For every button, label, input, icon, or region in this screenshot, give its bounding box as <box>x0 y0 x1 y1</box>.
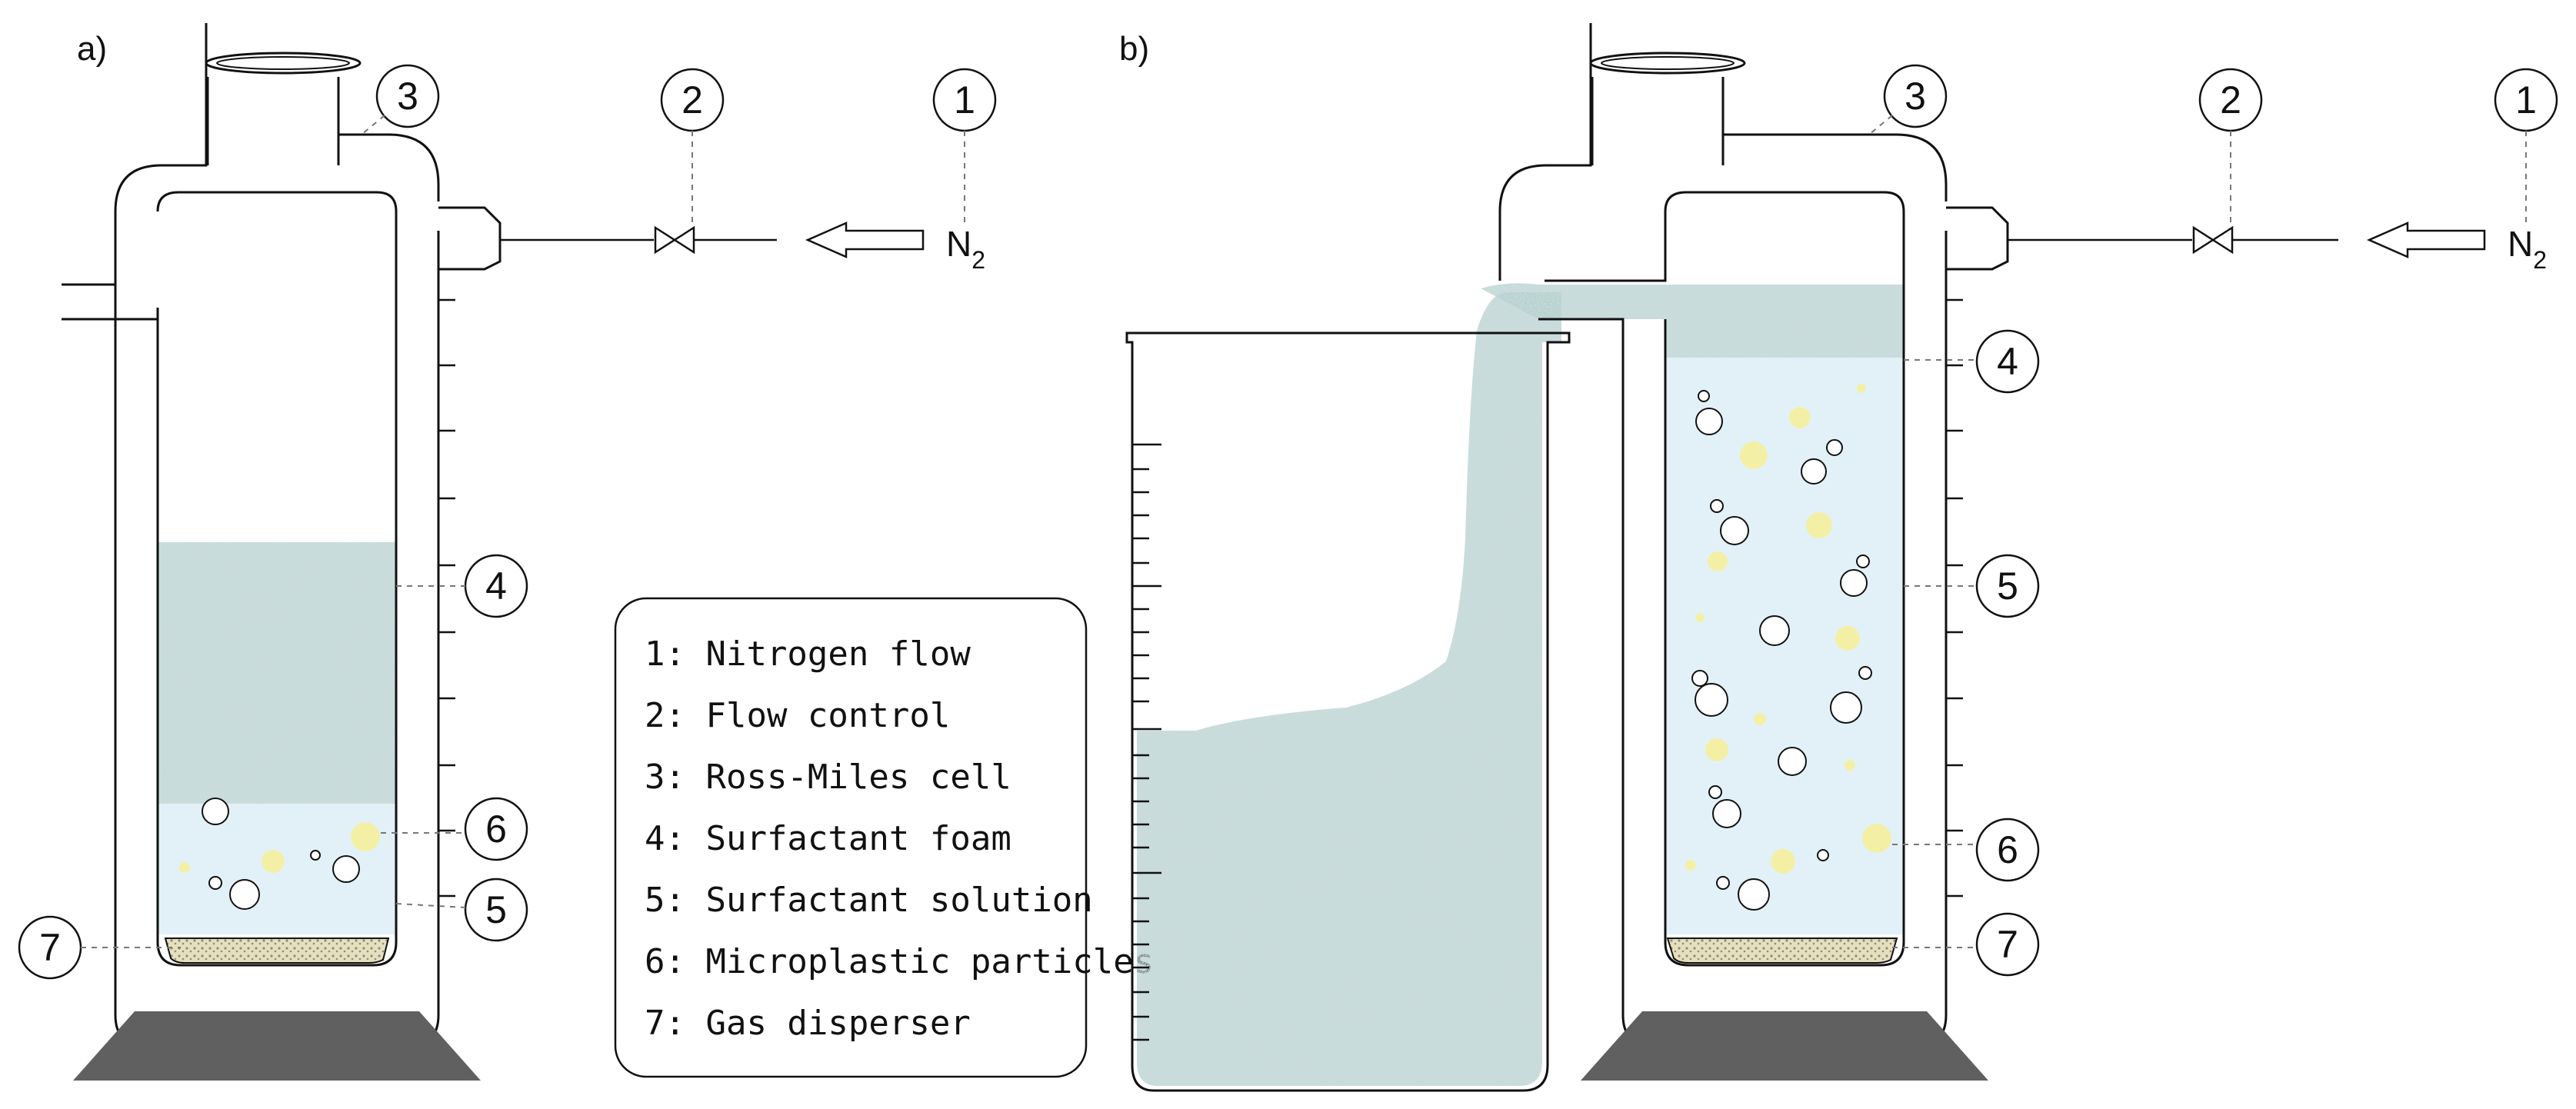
callout-b-4: 4 <box>1904 329 2040 394</box>
legend-item-7: 7: Gas disperser <box>645 1004 971 1043</box>
legend-item-4: 4: Surfactant foam <box>645 819 1011 858</box>
cell-b-gas-disperser <box>1666 937 1898 964</box>
panel-a: a) <box>18 23 997 1081</box>
cell-a-microplastic-particles <box>179 822 380 873</box>
cell-a-gas-disperser <box>164 937 390 964</box>
callout-a-2: 2 <box>660 68 725 228</box>
legend-item-1: 1: Nitrogen flow <box>645 634 971 674</box>
callout-b-6: 6 <box>1892 818 2040 882</box>
callout-b-1: 1 <box>2494 68 2558 223</box>
callout-b-5: 5 <box>1904 554 2040 618</box>
legend-item-3: 3: Ross-Miles cell <box>645 758 1011 797</box>
callout-a-1: 1 <box>932 68 997 223</box>
callout-b-7: 7 <box>1892 912 2040 977</box>
cell-b-stand <box>1581 1011 1988 1081</box>
cell-b-scale <box>1946 298 1963 898</box>
cell-a-scale <box>438 298 455 898</box>
svg-text:6: 6 <box>1997 828 2018 871</box>
callout-b-2: 2 <box>2198 68 2263 228</box>
svg-text:7: 7 <box>39 926 61 969</box>
legend-item-2: 2: Flow control <box>645 696 950 735</box>
cell-a-stand <box>73 1011 481 1081</box>
inlet-arrow-b-icon <box>2366 221 2486 258</box>
callout-a-6: 6 <box>381 797 528 861</box>
cell-b-microplastic-particles <box>1685 384 1891 874</box>
svg-text:2: 2 <box>681 78 703 122</box>
panel-a-label: a) <box>77 30 107 68</box>
svg-text:6: 6 <box>485 808 507 851</box>
cell-b-flange <box>1589 52 1746 75</box>
callout-b-3: 3 <box>1868 64 1948 135</box>
valve-a-icon <box>654 225 695 255</box>
panel-b: b) <box>1119 23 2558 1092</box>
legend-item-6: 6: Microplastic particles <box>645 942 1154 981</box>
svg-text:3: 3 <box>397 75 418 118</box>
svg-text:4: 4 <box>1997 340 2018 383</box>
gas-line-b: N2 <box>2008 221 2547 274</box>
svg-text:7: 7 <box>1997 923 2018 966</box>
valve-b-icon <box>2192 225 2234 255</box>
cell-a-flange <box>205 52 362 75</box>
svg-text:3: 3 <box>1905 75 1926 118</box>
beaker <box>1125 292 1571 1092</box>
gas-a-label: N2 <box>946 224 985 274</box>
svg-text:5: 5 <box>1997 564 2018 608</box>
svg-text:1: 1 <box>2515 78 2537 122</box>
legend-item-5: 5: Surfactant solution <box>645 881 1093 920</box>
inlet-arrow-a-icon <box>805 221 925 258</box>
gas-line-a: N2 <box>500 221 985 274</box>
cell-a-bubbles <box>202 798 360 910</box>
legend-box <box>614 597 1088 1078</box>
svg-text:4: 4 <box>485 564 507 608</box>
svg-text:2: 2 <box>2220 78 2241 122</box>
callout-a-5: 5 <box>395 878 528 942</box>
legend: 1: Nitrogen flow 2: Flow control 3: Ross… <box>614 597 1154 1078</box>
svg-text:1: 1 <box>954 78 975 122</box>
callout-a-4: 4 <box>396 554 528 618</box>
beaker-scale <box>1132 443 1161 1041</box>
cell-b-bubbles <box>1691 390 1872 911</box>
gas-b-label: N2 <box>2508 224 2547 274</box>
callout-a-3: 3 <box>361 64 440 135</box>
panel-b-label: b) <box>1119 30 1149 68</box>
svg-text:5: 5 <box>485 888 507 931</box>
callout-a-7: 7 <box>18 915 181 980</box>
